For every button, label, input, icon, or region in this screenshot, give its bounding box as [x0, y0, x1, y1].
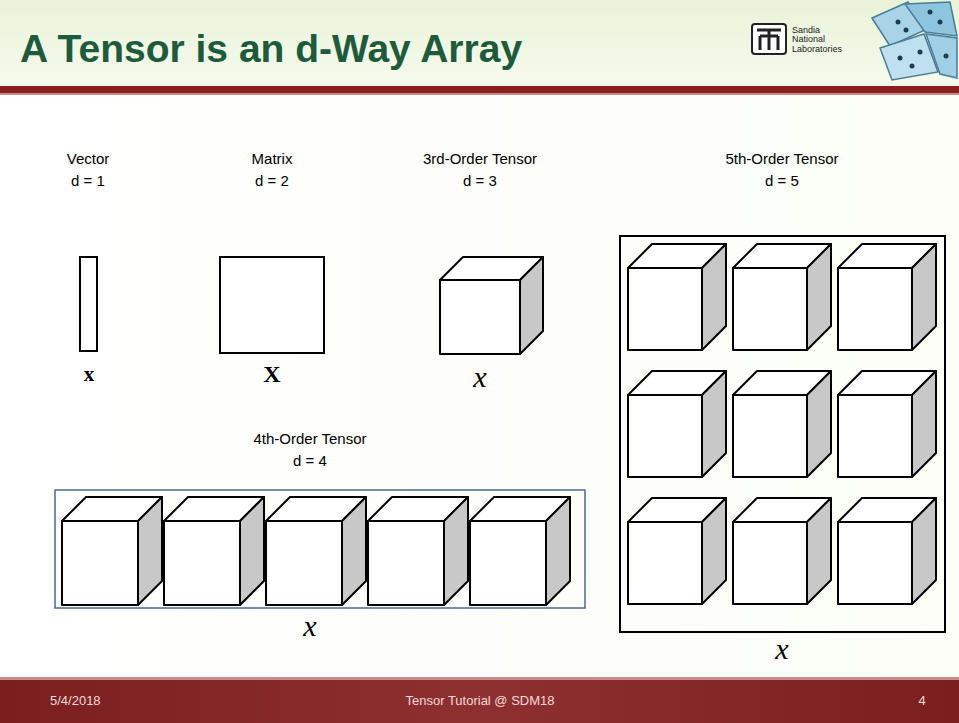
content-ground [0, 94, 959, 678]
cube-shape [628, 371, 726, 477]
cube-face [368, 521, 444, 605]
cube-face [628, 522, 702, 604]
footer-band [0, 680, 959, 723]
footer-date: 5/4/2018 [50, 694, 101, 709]
order-value: d = 3 [463, 172, 497, 189]
header-rule [0, 86, 959, 93]
cube-face [702, 244, 726, 350]
cube-face [838, 522, 912, 604]
cube-face [912, 371, 936, 477]
logo-mark [752, 24, 786, 54]
shape-name: Vector [67, 150, 110, 167]
order-value: d = 4 [293, 452, 327, 469]
math-symbol: X [263, 362, 280, 386]
cube-face [164, 521, 240, 605]
cube-face [440, 280, 520, 354]
cube-face [733, 268, 807, 350]
cube-face [628, 268, 702, 350]
math-symbol: x [775, 634, 788, 664]
cube-face [912, 244, 936, 350]
order-value: d = 2 [255, 172, 289, 189]
cube-face [444, 497, 468, 605]
cube-face [807, 498, 831, 604]
cube-shape [733, 244, 831, 350]
fourth-order-frame [55, 490, 585, 608]
fifth-order-frame [620, 236, 945, 632]
logo-text: Sandia National Laboratories [792, 26, 850, 54]
cube-shape [838, 244, 936, 350]
cube-shape [62, 497, 162, 605]
slide-title: A Tensor is an d-Way Array [20, 28, 522, 71]
cube-shape [733, 498, 831, 604]
cube-shape [440, 257, 543, 354]
shape-name: Matrix [252, 150, 293, 167]
cube-shape [164, 497, 264, 605]
footer-rule-light [0, 677, 959, 680]
cube-shape [470, 497, 570, 605]
cube-face [470, 521, 546, 605]
shape-name: 3rd-Order Tensor [423, 150, 537, 167]
header-band [0, 0, 959, 88]
math-symbol: x [84, 364, 95, 385]
cube-face [138, 497, 162, 605]
cube-face [240, 497, 264, 605]
shape-name: 4th-Order Tensor [253, 430, 366, 447]
cube-face [702, 498, 726, 604]
cube-face [807, 371, 831, 477]
cube-shape [838, 371, 936, 477]
cube-face [266, 521, 342, 605]
math-symbol: x [473, 362, 486, 392]
cube-shape [628, 498, 726, 604]
cube-face [546, 497, 570, 605]
shape-name: 5th-Order Tensor [725, 150, 838, 167]
cube-shape [733, 371, 831, 477]
cube-face [807, 244, 831, 350]
cube-face [62, 521, 138, 605]
cube-face [342, 497, 366, 605]
cube-shape [266, 497, 366, 605]
footer-title: Tensor Tutorial @ SDM18 [405, 694, 554, 709]
cube-face [702, 371, 726, 477]
cube-shape [838, 498, 936, 604]
cube-shape [368, 497, 468, 605]
vector-shape [80, 257, 97, 351]
logo-mark-glyph [757, 30, 781, 50]
cube-face [733, 395, 807, 477]
cube-face [733, 522, 807, 604]
cube-shape [628, 244, 726, 350]
order-value: d = 5 [765, 172, 799, 189]
cube-face [912, 498, 936, 604]
cube-face [628, 395, 702, 477]
header-rule-light [0, 93, 959, 95]
order-value: d = 1 [71, 172, 105, 189]
cube-face [838, 395, 912, 477]
dice-decoration [872, 2, 957, 80]
page-number: 4 [918, 694, 925, 709]
math-symbol: x [303, 611, 316, 641]
matrix-shape [220, 257, 324, 353]
cube-face [838, 268, 912, 350]
cube-face [520, 257, 543, 354]
